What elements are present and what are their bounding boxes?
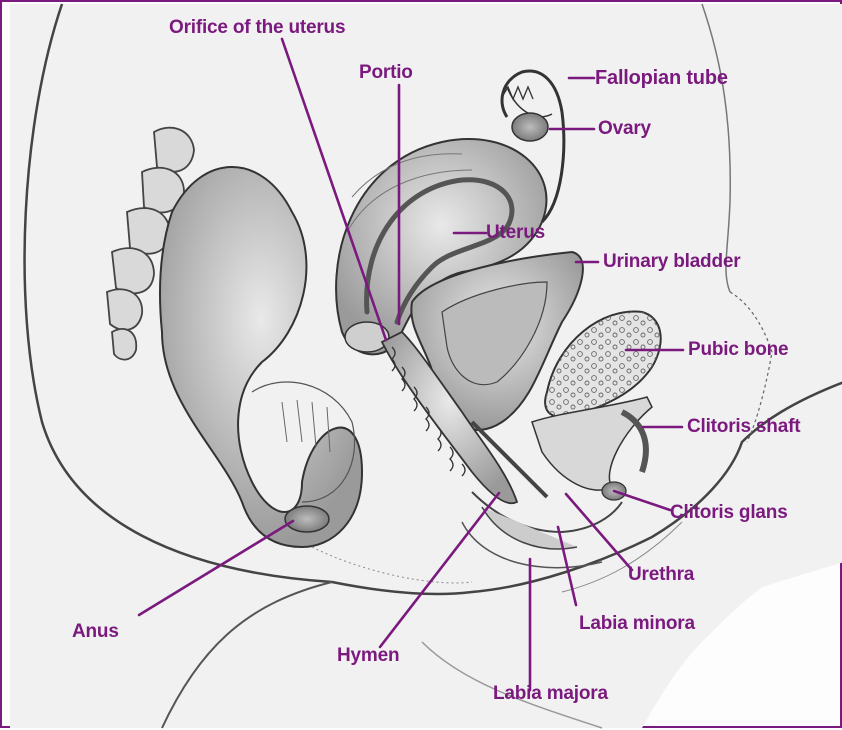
label-clitoris-shaft: Clitoris shaft [687,417,800,436]
label-portio: Portio [359,63,413,82]
label-uterus: Uterus [486,223,545,242]
label-labia-minora: Labia minora [579,614,695,633]
label-orifice-of-uterus: Orifice of the uterus [169,18,345,37]
label-urethra: Urethra [628,565,694,584]
label-ovary: Ovary [598,119,651,138]
label-labia-majora: Labia majora [493,684,608,703]
label-clitoris-glans: Clitoris glans [670,503,788,522]
label-fallopian-tube: Fallopian tube [595,68,728,88]
label-hymen: Hymen [337,646,399,665]
label-anus: Anus [72,622,119,641]
label-urinary-bladder: Urinary bladder [603,252,740,271]
label-pubic-bone: Pubic bone [688,340,788,359]
